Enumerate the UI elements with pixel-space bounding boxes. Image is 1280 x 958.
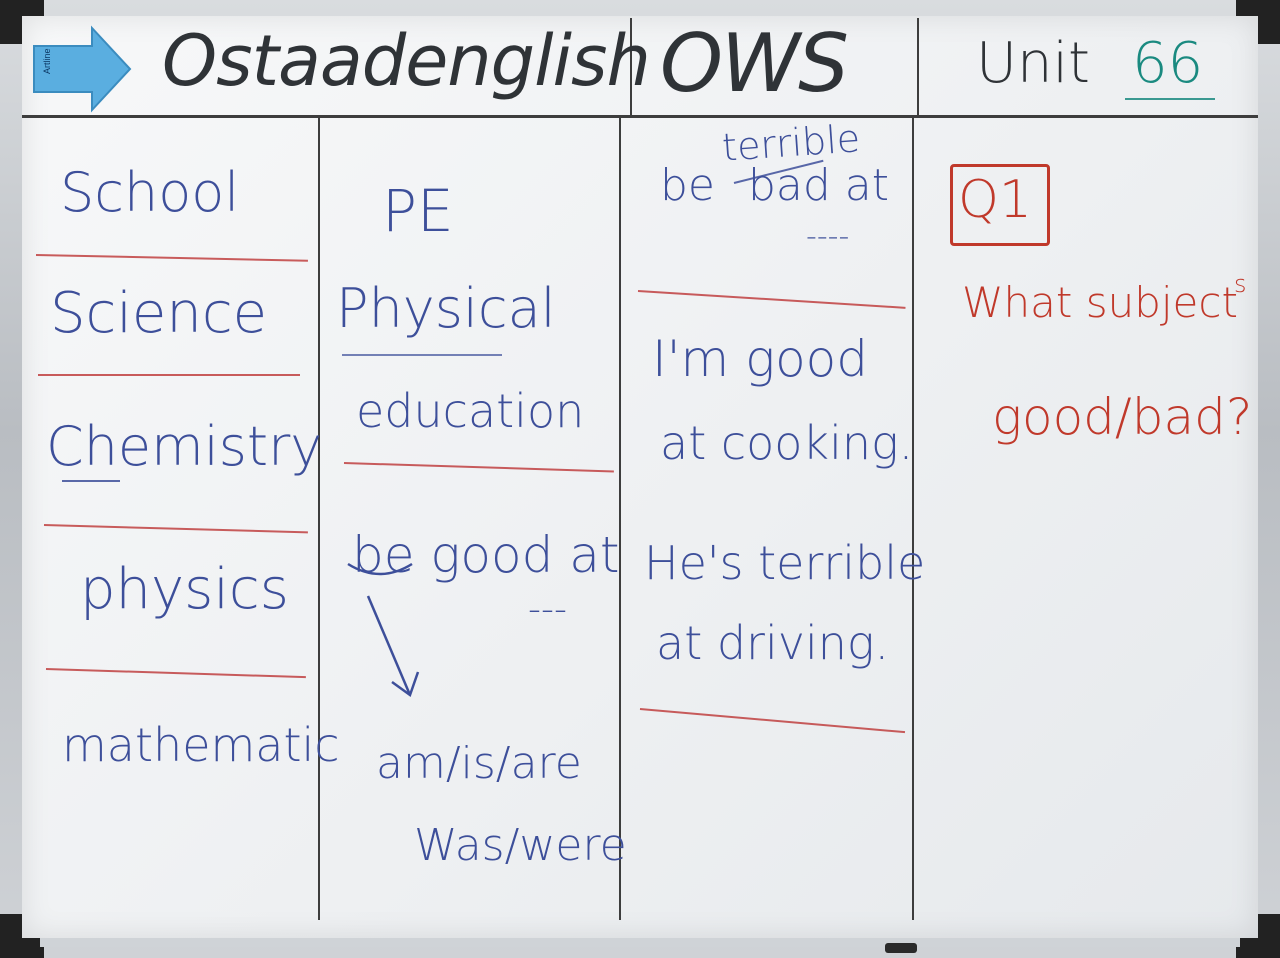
underline — [342, 354, 502, 356]
plural-mark: s — [1234, 270, 1247, 298]
question-label-box — [950, 164, 1050, 246]
example-sentence: at cooking. — [660, 416, 914, 470]
placeholder-dashes: --- — [528, 589, 567, 630]
page-title: Ostaadenglish — [162, 20, 651, 102]
subject-item: mathematic — [62, 718, 340, 772]
verb-forms: Was/were — [414, 820, 627, 871]
question-text: good/bad? — [992, 388, 1253, 446]
subject-item: physics — [80, 557, 289, 622]
question-text: What subject — [962, 278, 1238, 327]
underline — [62, 480, 120, 482]
grammar-phrase: bad at — [748, 160, 890, 211]
subject-item: Chemistry — [46, 415, 323, 478]
whiteboard — [22, 16, 1258, 938]
column-divider-line — [630, 18, 632, 118]
unit-underline — [1125, 98, 1215, 100]
placeholder-dashes: ---- — [806, 219, 850, 254]
column-divider-line — [917, 18, 919, 118]
example-sentence: He's terrible — [644, 536, 926, 590]
example-sentence: I'm good — [652, 330, 869, 388]
question-label: Q1 — [958, 170, 1033, 230]
abbreviation: PE — [382, 177, 454, 245]
column-divider-line — [912, 118, 914, 920]
marker-cap — [885, 943, 917, 953]
example-sentence: at driving. — [656, 616, 890, 670]
unit-label: Unit — [976, 31, 1090, 96]
unit-number: 66 — [1132, 31, 1204, 96]
column-divider-line — [619, 118, 621, 920]
course-title: OWS — [660, 17, 849, 110]
definition-line: Physical — [336, 277, 556, 340]
column-divider-line — [318, 118, 320, 920]
grammar-word: be — [660, 160, 715, 211]
eraser-brand: Artline — [42, 48, 52, 74]
arrow-down-icon — [347, 562, 420, 697]
arrow-eraser-icon[interactable]: Artline — [30, 24, 134, 114]
subject-item: Science — [50, 281, 268, 346]
verb-forms: am/is/are — [376, 738, 582, 789]
separator-line — [38, 374, 300, 376]
header-divider-line — [22, 115, 1258, 118]
definition-line: education — [356, 384, 585, 438]
subject-item: School — [60, 161, 240, 224]
